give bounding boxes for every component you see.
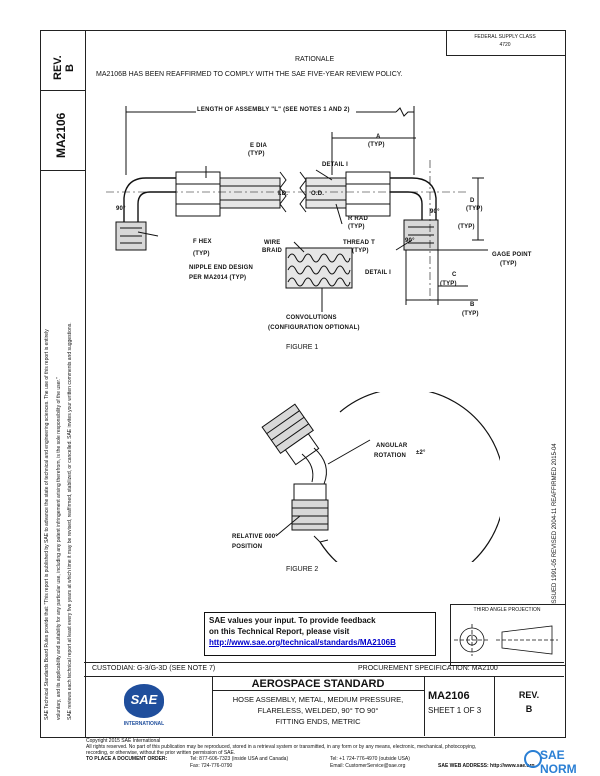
title-block-vsep-3 [494, 676, 495, 736]
title-block-vsep-1 [212, 676, 213, 736]
fig1-c-typ: (TYP) [440, 281, 457, 287]
footer-copyright: Copyright 2015 SAE International [86, 738, 161, 744]
left-strip-divider-1 [40, 90, 85, 91]
title-block-divider [84, 676, 564, 677]
doc-title-line2: FLARELESS, WELDED, 90° TO 90° [257, 706, 379, 715]
fig1-d-typ-top: (TYP) [458, 224, 475, 230]
footer-rights1: All rights reserved. No part of this pub… [86, 744, 477, 750]
fig2-angular: ANGULAR [376, 443, 408, 449]
issued-revised-vertical: ISSUED 1991-05 REVISED 2004-11 REAFFIRME… [552, 443, 558, 605]
projection-symbol [454, 624, 558, 656]
fsc-code: 4720 [499, 42, 511, 48]
fig2-rotation: ROTATION [374, 453, 407, 459]
side-margin-line1: SAE Technical Standards Board Rules prov… [44, 329, 50, 720]
left-strip-divider-2 [40, 170, 85, 171]
fig2-relative: RELATIVE 000° [232, 534, 278, 540]
footer-web: SAE WEB ADDRESS: http://www.sae.org [438, 763, 535, 769]
fig1-gage-typ: (TYP) [500, 261, 517, 267]
sae-logo [124, 684, 164, 718]
footer-rights2: recording, or otherwise, without the pri… [86, 750, 236, 756]
fig1-90-right: 90° [430, 209, 440, 215]
fig1-r-rad-typ: (TYP) [348, 224, 365, 230]
side-margin-line3: SAE reviews each technical report at lea… [67, 322, 73, 720]
watermark-text: SAE NORM [540, 748, 577, 776]
doc-title-line3: FITTING ENDS, METRIC [275, 717, 361, 726]
feedback-line1: SAE values your input. To provide feedba… [209, 616, 376, 625]
figure1-drawing [106, 106, 488, 312]
fig1-b: B [470, 302, 475, 308]
rev-label-vertical: REV. [52, 55, 64, 80]
custodian-label: CUSTODIAN: G-3/G-3D (SEE NOTE 7) [92, 665, 216, 672]
procurement-label: PROCUREMENT SPECIFICATION: MA2100 [358, 665, 498, 672]
fig1-e-dia: E DIA [250, 143, 268, 149]
footer-email: Email: CustomerService@sae.org [330, 763, 406, 769]
fig1-detail-i2: DETAIL I [365, 270, 392, 276]
fig1-id: I.D. [278, 191, 289, 197]
title-block-topline [84, 662, 564, 663]
footer-order-label: TO PLACE A DOCUMENT ORDER: [86, 756, 168, 762]
fig1-90-right-2: 90° [405, 238, 415, 244]
doc-number-vertical: MA2106 [54, 112, 68, 158]
fig1-length-label: LENGTH OF ASSEMBLY "L" (SEE NOTES 1 AND … [197, 107, 350, 113]
sae-logo-text: SAE [130, 692, 158, 707]
title-block-sheet: SHEET 1 OF 3 [428, 706, 482, 715]
fig1-e-dia-typ: (TYP) [248, 151, 265, 157]
fig1-od: O.D. [311, 191, 325, 197]
fig1-d: D [470, 198, 475, 204]
fsc-label: FEDERAL SUPPLY CLASS [474, 34, 536, 40]
projection-title: THIRD ANGLE PROJECTION [473, 607, 541, 613]
fig1-wire: WIRE [264, 240, 281, 246]
fig1-a-typ: (TYP) [368, 142, 385, 148]
rationale-text: MA2106B HAS BEEN REAFFIRMED TO COMPLY WI… [96, 71, 403, 78]
title-block-doc-number: MA2106 [428, 690, 470, 702]
fsc-box [446, 30, 566, 56]
footer-tel2: Tel: +1 724-776-4970 (outside USA) [330, 756, 410, 762]
title-block-vsep-2 [424, 676, 425, 736]
watermark-logo [524, 750, 542, 768]
side-margin-line2: voluntary, and its applicability and sui… [56, 377, 62, 720]
fig1-nipple: NIPPLE END DESIGN [189, 265, 254, 271]
fig2-tol: ±2° [416, 450, 426, 456]
rev-value-vertical: B [64, 64, 76, 72]
title-block-rev-label: REV. [518, 690, 540, 700]
aerospace-standard: AEROSPACE STANDARD [251, 678, 385, 690]
footer-fax: Fax: 724-776-0790 [190, 763, 233, 769]
sae-logo-sub: INTERNATIONAL [123, 721, 165, 727]
figure1-caption: FIGURE 1 [286, 344, 319, 351]
feedback-link[interactable]: http://www.sae.org/technical/standards/M… [209, 638, 396, 647]
fig1-r-rad: R RAD [348, 216, 368, 222]
fig1-thread-t: THREAD T [343, 240, 375, 246]
left-strip [40, 30, 86, 738]
fig1-detail-i: DETAIL I [322, 162, 349, 168]
rationale-title: RATIONALE [295, 56, 335, 63]
feedback-line2: on this Technical Report, please visit [209, 627, 350, 636]
feedback-box [204, 612, 436, 656]
fig1-f-hex: F HEX [193, 239, 212, 245]
fig1-c: C [452, 272, 457, 278]
title-block-rev-value: B [525, 704, 533, 714]
figure2-caption: FIGURE 2 [286, 566, 319, 573]
projection-box [450, 604, 566, 666]
figure2-drawing [261, 392, 500, 562]
standard-underline [212, 690, 424, 691]
fig1-thread-typ: (TYP) [352, 248, 369, 254]
fig1-90-left: 90° [116, 206, 126, 212]
doc-title-line1: HOSE ASSEMBLY, METAL, MEDIUM PRESSURE, [232, 695, 404, 704]
fig2-position: POSITION [232, 544, 263, 550]
fig1-b-typ: (TYP) [462, 311, 479, 317]
footer-tel1: Tel: 877-606-7323 (inside USA and Canada… [190, 756, 289, 762]
fig1-d-typ: (TYP) [466, 206, 483, 212]
fig1-convolutions: CONVOLUTIONS [286, 315, 337, 321]
fig1-per: PER MA2014 (TYP) [189, 275, 247, 281]
fig1-config: (CONFIGURATION OPTIONAL) [268, 325, 360, 331]
fig1-braid: BRAID [262, 248, 282, 254]
fig1-gage-point: GAGE POINT [492, 252, 532, 258]
fig1-f-hex-typ: (TYP) [193, 251, 210, 257]
fig1-a-label: A [376, 134, 381, 140]
